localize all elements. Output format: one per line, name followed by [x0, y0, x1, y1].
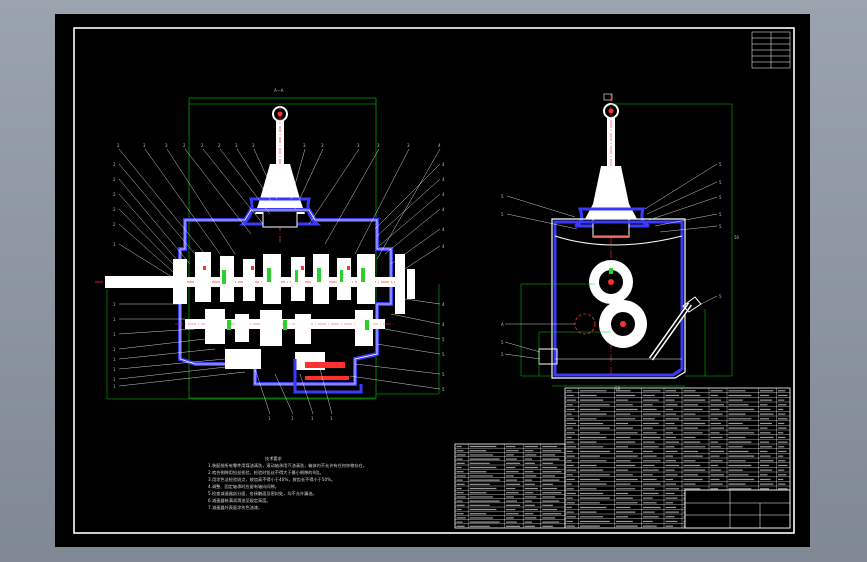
svg-text:2: 2 — [117, 143, 120, 148]
svg-text:A: A — [501, 322, 504, 327]
svg-text:3: 3 — [321, 143, 324, 148]
note-2: 2.啮合侧隙用铅丝检验，检验时铅丝不得大于最小侧隙的4倍。 — [208, 469, 324, 476]
svg-text:5: 5 — [719, 180, 722, 185]
svg-text:1: 1 — [268, 416, 271, 421]
note-4: 4.调整、固定轴承时应留有轴向间隙。 — [208, 483, 279, 490]
svg-text:3: 3 — [377, 143, 380, 148]
svg-text:5: 5 — [719, 224, 722, 229]
svg-text:4: 4 — [442, 227, 445, 232]
svg-text:2: 2 — [113, 177, 116, 182]
svg-text:58: 58 — [615, 386, 621, 391]
svg-text:1: 1 — [291, 416, 294, 421]
svg-text:1: 1 — [311, 416, 314, 421]
svg-text:5: 5 — [501, 212, 504, 217]
gearbox-section-view: 2 3 3 2 2 2 3 3 3 3 3 3 3 4 2 2 2 2 2 1 1 1 1 1 1 1 1 1 4 4… — [95, 88, 445, 421]
svg-text:5: 5 — [442, 337, 445, 342]
note-7: 7.减速器外表面涂灰色油漆。 — [208, 504, 262, 511]
svg-text:5: 5 — [501, 352, 504, 357]
svg-text:3: 3 — [407, 143, 410, 148]
svg-text:4: 4 — [442, 322, 445, 327]
svg-text:3: 3 — [357, 143, 360, 148]
svg-text:3: 3 — [143, 143, 146, 148]
svg-text:1: 1 — [113, 377, 116, 382]
svg-text:2: 2 — [113, 222, 116, 227]
svg-text:1: 1 — [113, 367, 116, 372]
svg-text:2: 2 — [183, 143, 186, 148]
top-title-block — [751, 31, 791, 69]
svg-text:5: 5 — [501, 340, 504, 345]
side-section-view: 5 5 5 5 5 5 5 5 A 5 5 50 58 — [501, 93, 740, 391]
svg-text:1: 1 — [330, 416, 333, 421]
svg-text:5: 5 — [442, 352, 445, 357]
svg-text:3: 3 — [303, 143, 306, 148]
svg-text:3: 3 — [165, 143, 168, 148]
svg-text:1: 1 — [113, 332, 116, 337]
svg-text:50: 50 — [734, 235, 740, 240]
note-3: 3.用涂色法检验斑点，按齿高不得小于40%，按齿长不得小于50%。 — [208, 476, 335, 483]
svg-text:3: 3 — [235, 143, 238, 148]
cad-drawing: 2 3 3 2 2 2 3 3 3 3 3 3 3 4 2 2 2 2 2 1 1 1 1 1 1 1 1 1 4 4… — [73, 27, 795, 534]
svg-text:5: 5 — [719, 212, 722, 217]
svg-text:1: 1 — [113, 317, 116, 322]
svg-text:3: 3 — [252, 143, 255, 148]
svg-text:4: 4 — [442, 302, 445, 307]
svg-text:4: 4 — [442, 192, 445, 197]
svg-text:5: 5 — [719, 162, 722, 167]
svg-text:4: 4 — [442, 207, 445, 212]
svg-text:2: 2 — [201, 143, 204, 148]
svg-text:2: 2 — [113, 162, 116, 167]
svg-text:1: 1 — [113, 357, 116, 362]
svg-text:5: 5 — [719, 195, 722, 200]
section-label: A—A — [274, 88, 284, 93]
svg-text:2: 2 — [113, 207, 116, 212]
svg-text:5: 5 — [501, 194, 504, 199]
svg-text:1: 1 — [113, 302, 116, 307]
note-1: 1.装配前所有零件用煤油清洗，滚动轴承用汽油清洗，箱体内不允许有任何杂物存在。 — [208, 462, 367, 469]
technical-notes: 技术要求 1.装配前所有零件用煤油清洗，滚动轴承用汽油清洗，箱体内不允许有任何杂… — [208, 455, 367, 511]
svg-text:5: 5 — [442, 372, 445, 377]
drawing-frame — [73, 27, 795, 534]
note-5: 5.检查减速器剖分面、各接触面及密封处，均不允许漏油。 — [208, 490, 317, 497]
svg-text:5: 5 — [719, 294, 722, 299]
svg-text:4: 4 — [442, 177, 445, 182]
svg-text:4: 4 — [442, 162, 445, 167]
notes-title: 技术要求 — [265, 455, 283, 462]
svg-text:5: 5 — [442, 387, 445, 392]
drawing-sheet: 2 3 3 2 2 2 3 3 3 3 3 3 3 4 2 2 2 2 2 1 1 1 1 1 1 1 1 1 4 4… — [55, 14, 810, 547]
note-6: 6.减速器装满润滑油至规定高度。 — [208, 497, 271, 504]
svg-text:1: 1 — [113, 384, 116, 389]
parts-list-tables — [454, 387, 791, 529]
svg-text:4: 4 — [442, 244, 445, 249]
svg-text:1: 1 — [113, 242, 116, 247]
svg-text:2: 2 — [113, 192, 116, 197]
svg-text:2: 2 — [218, 143, 221, 148]
svg-text:4: 4 — [438, 143, 441, 148]
svg-text:1: 1 — [113, 347, 116, 352]
